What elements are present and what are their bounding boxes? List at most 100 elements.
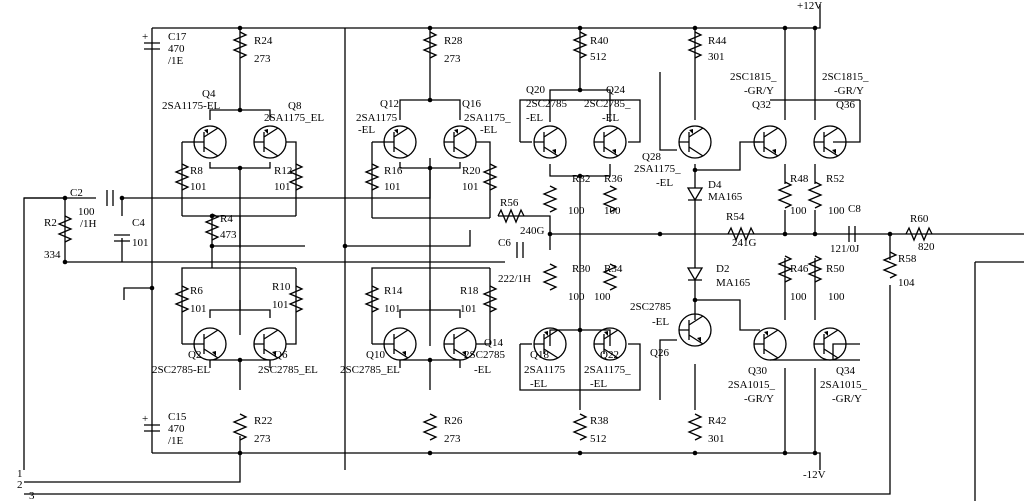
resistor-zigzag — [542, 263, 558, 291]
negative-rail-label: -12V — [803, 469, 826, 481]
c17-value-label: 470 — [168, 43, 185, 55]
c6-ref-label: C6 — [498, 237, 511, 249]
r28-value-label: 273 — [444, 53, 461, 65]
wire — [399, 162, 431, 346]
c8-ref-label: C8 — [848, 203, 861, 215]
transistor-leads — [594, 329, 619, 359]
q20-value-label: 2SC2785 — [526, 98, 567, 110]
polarity-mark: + — [142, 413, 148, 425]
q32-ref-label: Q32 — [752, 99, 771, 111]
q16-value-label: 2SA1175_ — [464, 112, 511, 124]
r4-ref-label: R4 — [220, 213, 233, 225]
r52-ref-label: R52 — [826, 173, 844, 185]
r24-value-label: 273 — [254, 53, 271, 65]
q14-value-label: -EL — [474, 364, 491, 376]
r2-value-label: 334 — [44, 249, 61, 261]
junction-dot — [342, 243, 348, 249]
wire — [181, 267, 296, 344]
r8-ref-label: R8 — [190, 165, 203, 177]
junction-dot — [577, 450, 583, 456]
wire — [24, 436, 241, 483]
q4-ref-label: Q4 — [202, 88, 216, 100]
transistor-arrow — [394, 129, 398, 134]
wire — [152, 452, 821, 470]
wire — [152, 4, 821, 29]
transistor-leads — [594, 127, 619, 157]
junction-dot — [812, 231, 818, 237]
r26-ref-label: R26 — [444, 415, 463, 427]
q16-transistor: Q16 2SA1175_-EL — [443, 98, 511, 159]
resistor-zigzag — [777, 255, 793, 283]
resistor-zigzag — [727, 226, 755, 242]
c15-value-label: 470 — [168, 423, 185, 435]
q18-ref-label: Q18 — [530, 349, 549, 361]
c8-value-label: 121/0J — [830, 243, 860, 255]
wire — [430, 162, 461, 169]
resistor-zigzag — [422, 31, 438, 59]
transistor-arrow — [764, 331, 768, 336]
resistor-zigzag — [232, 413, 248, 441]
wire — [399, 359, 430, 368]
wire — [24, 285, 891, 495]
c4-value-label: 101 — [132, 237, 149, 249]
resistor-zigzag — [572, 31, 588, 59]
wire — [476, 268, 491, 345]
transistor-arrow — [604, 331, 608, 336]
transistor-leads — [679, 127, 704, 157]
c15-ref-label: C15 — [168, 411, 187, 423]
junction-dot — [427, 25, 433, 31]
r56-ref-label: R56 — [500, 197, 519, 209]
wire — [371, 267, 490, 344]
transistor-arrow — [544, 331, 548, 336]
junction-dot — [427, 97, 433, 103]
q4-value-label: 2SA1175-EL — [162, 100, 221, 112]
transistor-leads — [254, 127, 279, 157]
resistor-zigzag — [687, 31, 703, 59]
r46-ref-label: R46 — [790, 263, 809, 275]
r10-value-label: 101 — [272, 299, 289, 311]
q36-value-label: -GR/Y — [834, 85, 864, 97]
q24-value-label: -EL — [602, 112, 619, 124]
connector-pin-1: 1 — [17, 468, 23, 480]
r32-value-label: 100 — [568, 205, 585, 217]
r54-value-label: 241G — [732, 237, 757, 249]
wire — [498, 215, 551, 250]
resistor-zigzag — [882, 251, 898, 279]
junction-dot — [427, 165, 433, 171]
wire — [580, 164, 611, 177]
r52-value-label: 100 — [828, 205, 845, 217]
r60-value-label: 820 — [918, 241, 935, 253]
transistor-leads — [444, 329, 469, 359]
transistor-arrow — [264, 129, 268, 134]
q36-ref-label: Q36 — [836, 99, 855, 111]
q34-value-label: 2SA1015_ — [820, 379, 868, 391]
wire — [430, 309, 461, 318]
junction-dot — [782, 25, 788, 31]
q18-value-label: 2SA1175 — [524, 364, 566, 376]
q34-value-label: -GR/Y — [832, 393, 862, 405]
resistor-zigzag — [288, 285, 304, 313]
capacitor-plates — [106, 190, 114, 206]
transistor-leads — [444, 127, 469, 157]
q16-ref-label: Q16 — [462, 98, 481, 110]
transistor-arrow — [272, 351, 276, 356]
r36-value-label: 100 — [604, 205, 621, 217]
q14-value-label: 2SC2785 — [464, 349, 505, 361]
q10-value-label: 2SC2785_EL — [340, 364, 400, 376]
transistor-arrow — [212, 351, 216, 356]
q24-ref-label: Q24 — [606, 84, 625, 96]
q16-value-label: -EL — [480, 124, 497, 136]
